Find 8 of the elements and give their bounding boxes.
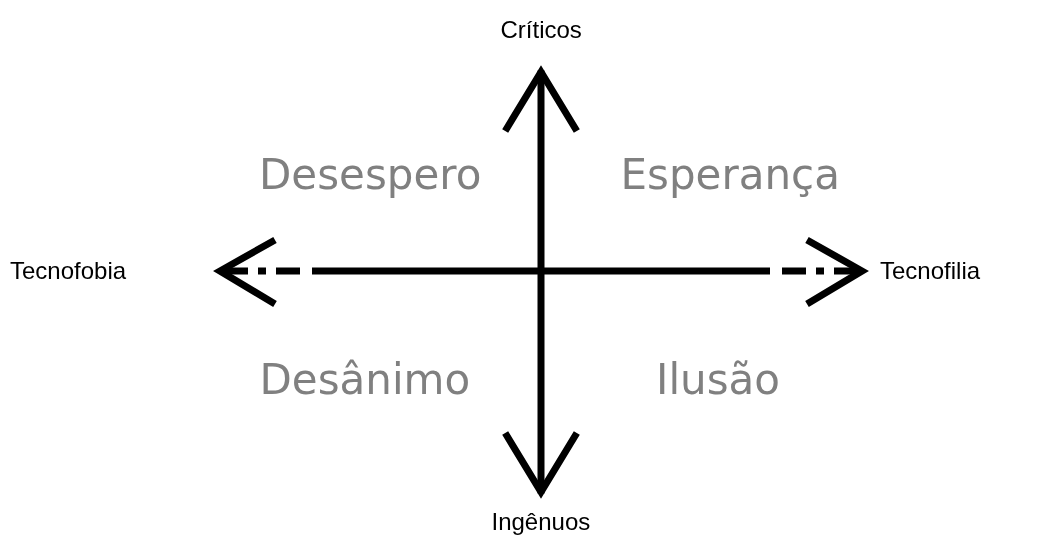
quadrant-label: Esperança xyxy=(620,154,840,196)
quadrant-label: Desânimo xyxy=(259,359,471,401)
axis-label: Ingênuos xyxy=(491,510,591,534)
axis-label: Críticos xyxy=(500,18,582,42)
quadrant-label: Desespero xyxy=(259,154,482,196)
axis-label: Tecnofobia xyxy=(10,259,127,283)
axis-label: Tecnofilia xyxy=(880,259,981,283)
quadrant-label: Ilusão xyxy=(656,359,780,401)
